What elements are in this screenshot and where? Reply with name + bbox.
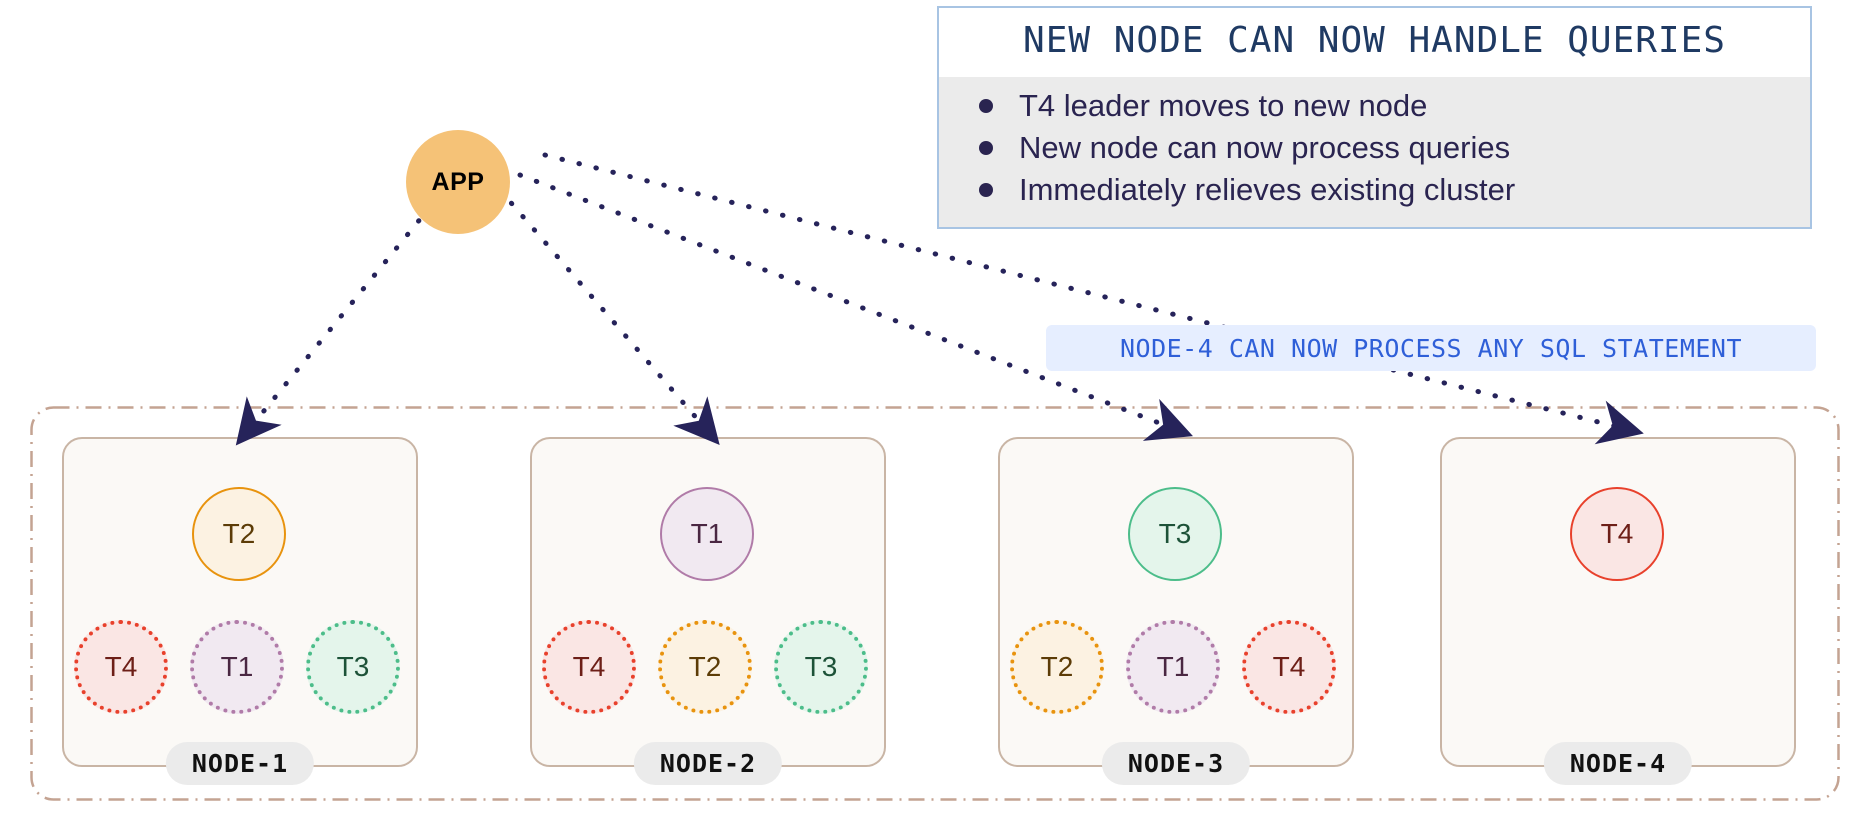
callout-title: NEW NODE CAN NOW HANDLE QUERIES: [939, 8, 1810, 77]
callout-item-label: New node can now process queries: [1019, 130, 1511, 165]
tablet-label: T2: [222, 518, 256, 549]
app-node-label: APP: [431, 167, 485, 196]
tablet-label: T4: [1600, 518, 1634, 549]
node-label-2: NODE-2: [633, 742, 783, 785]
tablet-label: T3: [1158, 518, 1192, 549]
node-label-1: NODE-1: [165, 742, 315, 785]
replica-tablet-T1[interactable]: T1: [190, 620, 284, 714]
leader-tablet-T4[interactable]: T4: [1570, 487, 1664, 581]
replica-tablet-T3[interactable]: T3: [306, 620, 400, 714]
tablet-label: T4: [104, 651, 138, 682]
callout-item: New node can now process queries: [939, 127, 1810, 169]
callout-box: NEW NODE CAN NOW HANDLE QUERIES T4 leade…: [937, 6, 1812, 229]
tablet-label: T4: [1272, 651, 1306, 682]
cluster-boundary-outline: [30, 406, 1840, 801]
bullet-icon: [979, 99, 993, 113]
tablet-label: T2: [1040, 651, 1074, 682]
callout-item-label: T4 leader moves to new node: [1019, 88, 1428, 123]
replica-tablet-T3[interactable]: T3: [774, 620, 868, 714]
callout-item-label: Immediately relieves existing cluster: [1019, 172, 1516, 207]
leader-tablet-T2[interactable]: T2: [192, 487, 286, 581]
replica-tablet-T4[interactable]: T4: [1242, 620, 1336, 714]
app-node[interactable]: APP: [406, 130, 510, 234]
bullet-icon: [979, 183, 993, 197]
tablet-label: T1: [220, 651, 254, 682]
replica-tablet-T2[interactable]: T2: [658, 620, 752, 714]
status-badge: NODE-4 CAN NOW PROCESS ANY SQL STATEMENT: [1046, 325, 1816, 371]
tablet-label: T4: [572, 651, 606, 682]
replica-tablet-T4[interactable]: T4: [542, 620, 636, 714]
replica-tablet-T2[interactable]: T2: [1010, 620, 1104, 714]
app-to-node-2: [497, 187, 720, 446]
replica-tablet-T1[interactable]: T1: [1126, 620, 1220, 714]
node-label-3: NODE-3: [1101, 742, 1251, 785]
tablet-label: T2: [688, 651, 722, 682]
leader-tablet-T1[interactable]: T1: [660, 487, 754, 581]
tablet-label: T1: [690, 518, 724, 549]
replica-tablet-T4[interactable]: T4: [74, 620, 168, 714]
tablet-label: T1: [1156, 651, 1190, 682]
leader-tablet-T3[interactable]: T3: [1128, 487, 1222, 581]
callout-item: T4 leader moves to new node: [939, 85, 1810, 127]
bullet-icon: [979, 141, 993, 155]
status-badge-label: NODE-4 CAN NOW PROCESS ANY SQL STATEMENT: [1119, 333, 1743, 363]
callout-item: Immediately relieves existing cluster: [939, 169, 1810, 211]
tablet-label: T3: [804, 651, 838, 682]
tablet-label: T3: [336, 651, 370, 682]
node-label-4: NODE-4: [1543, 742, 1693, 785]
cluster-boundary: [30, 406, 1840, 801]
